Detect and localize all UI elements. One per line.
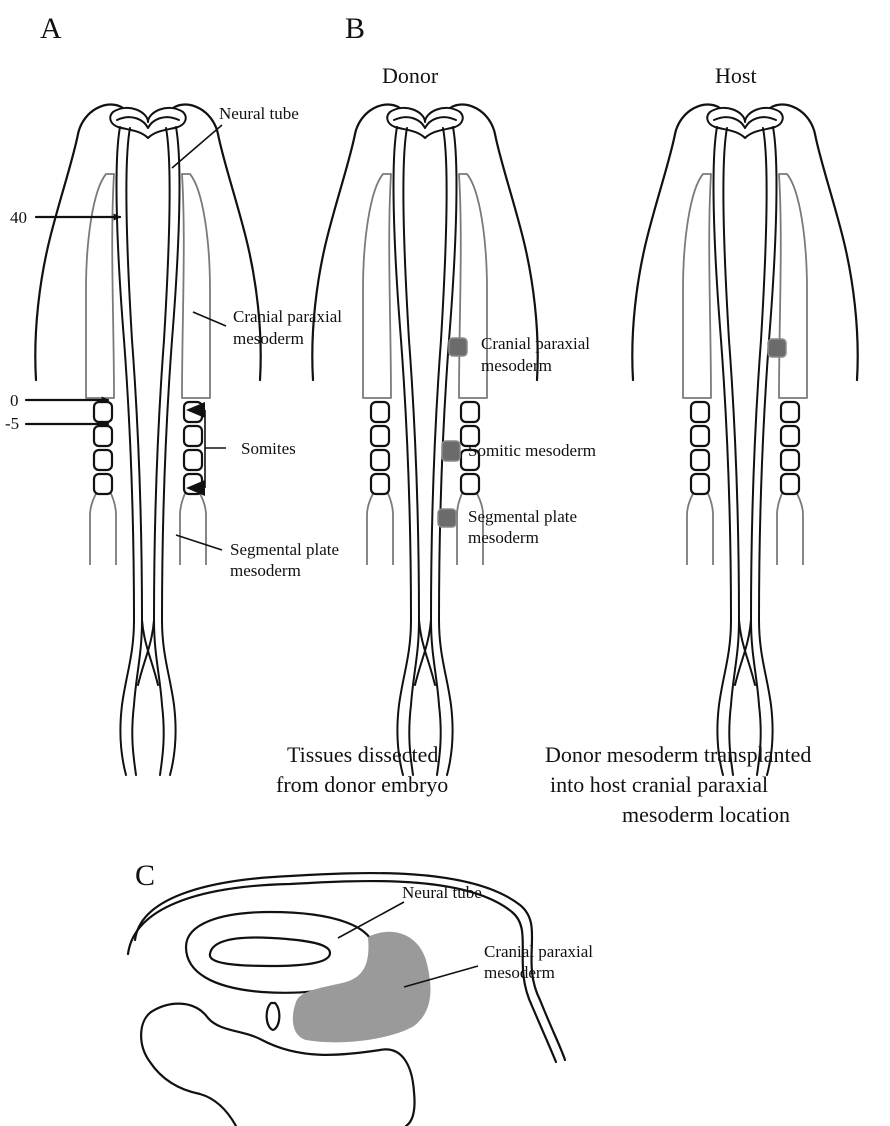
label-cranial-paraxial-a-2: mesoderm — [233, 329, 304, 348]
panel-label-c: C — [135, 859, 155, 892]
panel-label-a: A — [40, 12, 62, 45]
host-title: Host — [715, 63, 757, 88]
label-neural-tube-a: Neural tube — [219, 104, 299, 123]
label-neural-tube-c: Neural tube — [402, 883, 482, 902]
embryo-host — [632, 104, 857, 775]
host-caption-line-1: Donor mesoderm transplanted — [545, 742, 811, 767]
host-caption-line-2: into host cranial paraxial — [550, 772, 768, 797]
donor-title: Donor — [382, 63, 439, 88]
label-somitic-mesoderm: Somitic mesoderm — [468, 441, 596, 460]
label-cranial-paraxial-c-2: mesoderm — [484, 963, 555, 982]
donor-graft-somitic — [442, 441, 460, 461]
panel-label-b: B — [345, 12, 365, 45]
marker-40-label: 40 — [10, 208, 27, 227]
label-cranial-paraxial-b-1: Cranial paraxial — [481, 334, 590, 353]
donor-caption-line-1: Tissues dissected — [287, 742, 438, 767]
host-caption-line-3: mesoderm location — [622, 802, 790, 827]
label-segmental-plate-b-1: Segmental plate — [468, 507, 577, 526]
host-graft-cranial-paraxial — [768, 339, 786, 357]
donor-caption-line-2: from donor embryo — [276, 772, 448, 797]
label-cranial-paraxial-a-1: Cranial paraxial — [233, 307, 342, 326]
cranial-paraxial-region — [293, 932, 431, 1043]
leader-segmental-plate-a — [176, 535, 222, 550]
donor-graft-cranial-paraxial — [449, 338, 467, 356]
label-somites: Somites — [241, 439, 296, 458]
label-segmental-plate-a-1: Segmental plate — [230, 540, 339, 559]
marker-0-label: 0 — [10, 391, 19, 410]
embryo-donor — [312, 104, 537, 775]
marker-minus5-label: -5 — [5, 414, 19, 433]
donor-graft-segmental-plate — [438, 509, 456, 527]
label-segmental-plate-a-2: mesoderm — [230, 561, 301, 580]
leader-neural-tube-a — [172, 125, 222, 168]
label-segmental-plate-b-2: mesoderm — [468, 528, 539, 547]
label-cranial-paraxial-c-1: Cranial paraxial — [484, 942, 593, 961]
cross-section — [128, 873, 565, 1126]
label-cranial-paraxial-b-2: mesoderm — [481, 356, 552, 375]
embryo-panel-a — [35, 104, 260, 775]
